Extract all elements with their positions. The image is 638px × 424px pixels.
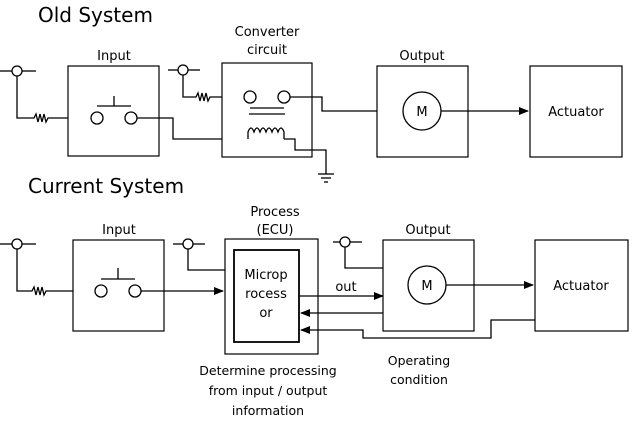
old-converter-to-output-wire	[290, 96, 399, 112]
cur-actuator-label: Actuator	[553, 279, 609, 294]
old-motor-label: M	[416, 105, 427, 120]
ground-icon	[318, 173, 334, 183]
old-input-box	[67, 65, 160, 157]
old-actuator-box	[529, 65, 623, 158]
cur-process-label-2: (ECU)	[257, 223, 294, 238]
cur-condition-label-2: condition	[390, 372, 448, 387]
cur-determine-label-1: Determine processing	[199, 363, 336, 378]
cur-output-label: Output	[405, 223, 450, 238]
old-output-label: Output	[399, 49, 444, 64]
cur-motor-label: M	[421, 279, 432, 294]
cur-input-terminal	[0, 238, 36, 250]
cur-micro-label-2: rocess	[245, 287, 287, 302]
cur-out-label: out	[335, 280, 356, 295]
cur-microprocessor-box	[233, 249, 300, 343]
cur-actuator-box	[534, 239, 629, 332]
cur-process-label-1: Process	[250, 205, 300, 220]
cur-ecu-terminal	[173, 238, 234, 271]
cur-determine-label-3: information	[232, 403, 304, 418]
old-actuator-label: Actuator	[548, 105, 604, 120]
old-converter-terminal	[168, 64, 244, 103]
old-converter-label-2: circuit	[247, 43, 287, 58]
old-converter-label-1: Converter	[235, 25, 300, 40]
old-system-title: Old System	[38, 3, 153, 27]
old-input-to-converter-wire	[137, 117, 248, 140]
cur-input-switch-icon	[94, 268, 142, 298]
old-input-resistor	[16, 76, 91, 124]
old-input-terminal	[0, 65, 36, 77]
old-relay-icon	[243, 90, 291, 139]
cur-condition-label-1: Operating	[388, 353, 451, 368]
cur-actuator-feedback-arrow	[300, 319, 535, 339]
cur-determine-label-2: from input / output	[209, 383, 328, 398]
old-ground-wire	[284, 138, 327, 174]
cur-micro-label-3: or	[259, 306, 273, 321]
cur-input-resistor	[16, 249, 95, 297]
old-input-label: Input	[97, 49, 131, 64]
cur-input-box	[72, 239, 165, 332]
cur-micro-label-1: Microp	[244, 268, 287, 283]
current-system-title: Current System	[28, 174, 184, 198]
cur-input-label: Input	[102, 223, 136, 238]
old-input-switch-icon	[90, 96, 138, 125]
old-converter-box	[221, 62, 313, 158]
